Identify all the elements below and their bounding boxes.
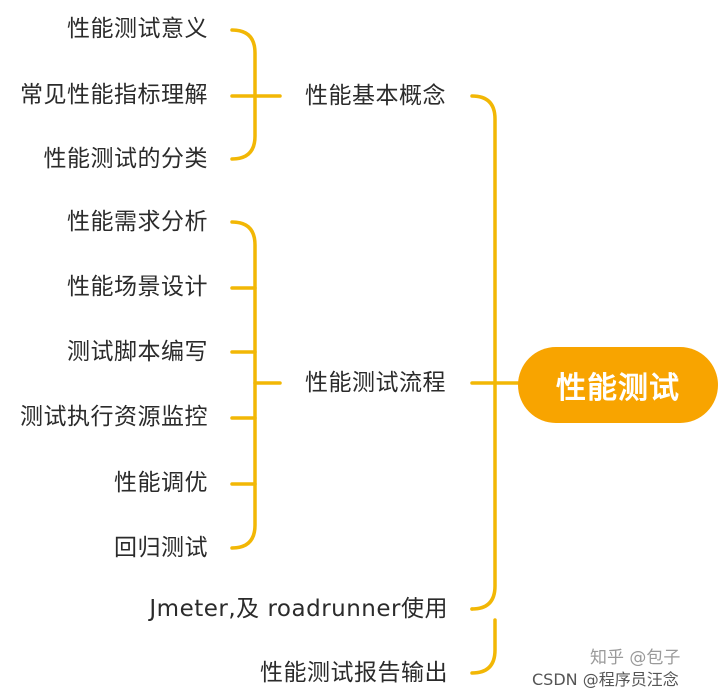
leaf-label[interactable]: 常见性能指标理解 [20, 82, 208, 108]
branch-label[interactable]: 性能基本概念 [305, 83, 446, 109]
leaf-label[interactable]: 性能测试意义 [67, 16, 208, 42]
branch-label[interactable]: Jmeter,及 roadrunner使用 [149, 596, 448, 622]
main-bracket-report [470, 618, 497, 675]
root-node[interactable]: 性能测试 [518, 347, 718, 423]
leaf-label[interactable]: 回归测试 [114, 535, 208, 561]
branch-label[interactable]: 性能测试流程 [305, 370, 446, 396]
leaf-label[interactable]: 测试脚本编写 [67, 339, 208, 365]
branch-label[interactable]: 性能测试报告输出 [260, 660, 448, 686]
leaf-label[interactable]: 性能调优 [114, 470, 208, 496]
leaf-label[interactable]: 性能测试的分类 [43, 146, 208, 172]
leaf-label[interactable]: 性能场景设计 [67, 274, 208, 300]
leaf-label[interactable]: 测试执行资源监控 [20, 404, 208, 430]
watermark-zhihu: 知乎 @包子 [590, 648, 681, 668]
branch2-bracket [230, 220, 257, 550]
leaf-label[interactable]: 性能需求分析 [67, 209, 208, 235]
main-bracket-spine [470, 94, 497, 611]
watermark-csdn: CSDN @程序员汪念 [532, 670, 679, 689]
